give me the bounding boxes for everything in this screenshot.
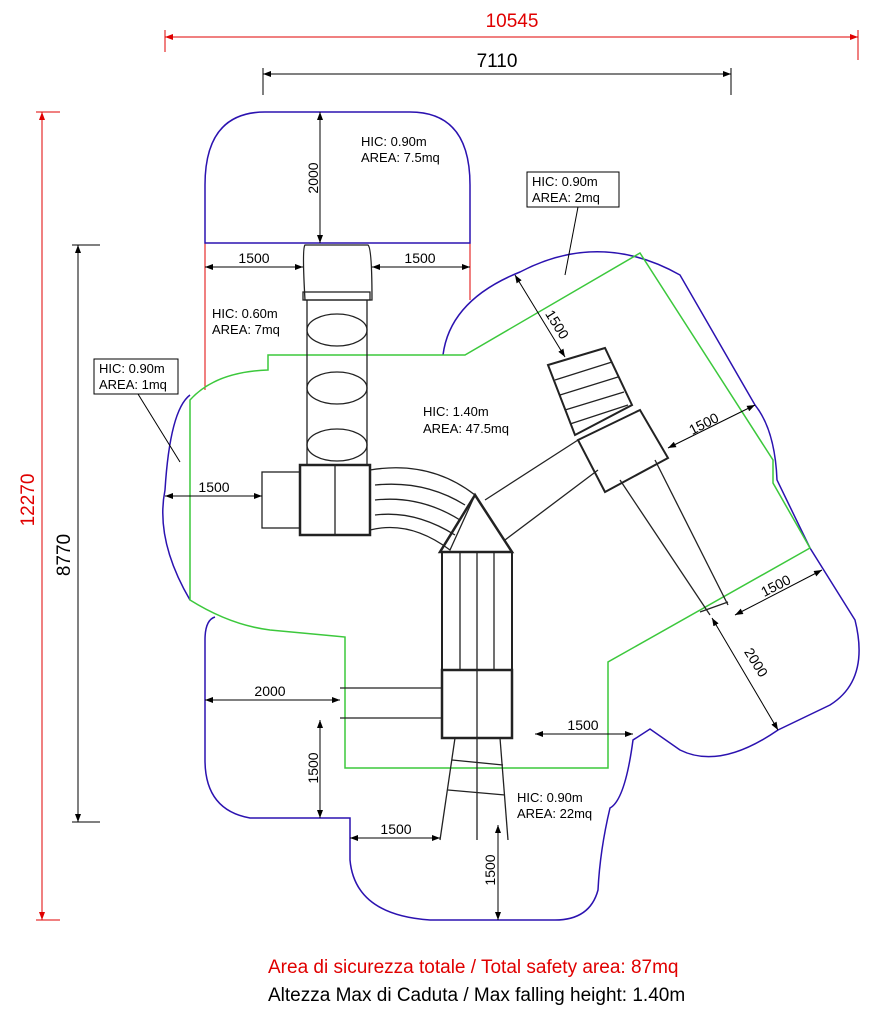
svg-text:2000: 2000	[254, 683, 285, 699]
svg-text:AREA: 22mq: AREA: 22mq	[517, 806, 592, 821]
zone-label-upper-right: HIC: 0.90m AREA: 2mq	[526, 171, 620, 276]
critical-area-outline	[189, 251, 812, 769]
svg-text:1500: 1500	[238, 250, 269, 266]
svg-text:1500: 1500	[686, 409, 721, 437]
svg-text:AREA: 7mq: AREA: 7mq	[212, 322, 280, 337]
svg-text:1500: 1500	[404, 250, 435, 266]
svg-text:AREA: 7.5mq: AREA: 7.5mq	[361, 150, 440, 165]
zone-label-central: HIC: 1.40m AREA: 47.5mq	[423, 404, 509, 436]
zone-label-top-left: HIC: 0.60m AREA: 7mq	[212, 306, 280, 337]
svg-text:1500: 1500	[758, 571, 793, 599]
svg-text:AREA: 1mq: AREA: 1mq	[99, 377, 167, 392]
svg-text:1500: 1500	[567, 717, 598, 733]
max-falling-height-text: Altezza Max di Caduta / Max falling heig…	[268, 985, 686, 1006]
zone-label-bottom: HIC: 0.90m AREA: 22mq	[517, 790, 592, 821]
svg-text:AREA: 47.5mq: AREA: 47.5mq	[423, 421, 509, 436]
svg-text:1500: 1500	[380, 821, 411, 837]
svg-text:HIC: 0.90m: HIC: 0.90m	[517, 790, 583, 805]
svg-text:1500: 1500	[542, 307, 572, 342]
svg-text:AREA: 2mq: AREA: 2mq	[532, 190, 600, 205]
dimension-total-height: 12270	[18, 111, 60, 921]
svg-text:HIC: 0.90m: HIC: 0.90m	[532, 174, 598, 189]
svg-text:7110: 7110	[477, 51, 518, 72]
svg-text:HIC: 0.90m: HIC: 0.90m	[99, 361, 165, 376]
safety-area-outline	[162, 111, 860, 921]
svg-text:HIC: 0.90m: HIC: 0.90m	[361, 134, 427, 149]
svg-text:8770: 8770	[54, 534, 75, 576]
dimension-structure-height: 8770	[54, 244, 100, 823]
svg-text:HIC: 0.60m: HIC: 0.60m	[212, 306, 278, 321]
play-structure	[261, 244, 729, 841]
svg-text:2000: 2000	[305, 162, 321, 193]
svg-text:10545: 10545	[486, 11, 539, 32]
dimension-labels: 2000 1500 1500 1500 1500 1500 1500 2000 …	[198, 162, 793, 885]
svg-text:1500: 1500	[482, 854, 498, 885]
zone-label-left: HIC: 0.90m AREA: 1mq	[93, 358, 181, 463]
svg-text:1500: 1500	[305, 752, 321, 783]
zone-label-top: HIC: 0.90m AREA: 7.5mq	[361, 134, 440, 165]
svg-text:12270: 12270	[18, 474, 39, 527]
svg-text:HIC: 1.40m: HIC: 1.40m	[423, 404, 489, 419]
dimension-structure-width: 7110	[262, 51, 732, 95]
total-safety-area-text: Area di sicurezza totale / Total safety …	[268, 957, 679, 978]
dimension-total-width: 10545	[164, 11, 859, 60]
local-dimensions	[165, 112, 823, 920]
svg-text:1500: 1500	[198, 479, 229, 495]
